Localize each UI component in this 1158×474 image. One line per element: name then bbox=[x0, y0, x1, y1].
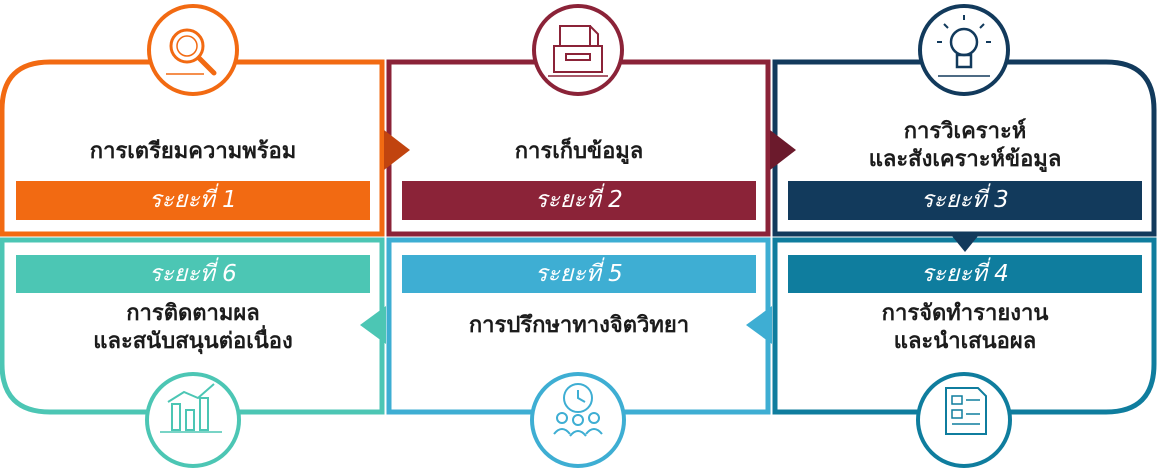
phase-5-title-line-1: การปรึกษาทางจิตวิทยา bbox=[468, 313, 690, 338]
phase-2-title: การเก็บข้อมูล bbox=[402, 138, 756, 166]
phase-1-frame bbox=[0, 59, 385, 237]
phase-6-frame bbox=[0, 237, 385, 415]
phase-2-band: ระยะที่ 2 bbox=[535, 187, 623, 213]
phase-4-frame bbox=[772, 237, 1157, 415]
phase-4-border bbox=[772, 237, 1157, 415]
phase-6-title-line-2: และสนับสนุนต่อเนื่อง bbox=[93, 329, 293, 354]
arrow-phase3-to-phase4 bbox=[952, 236, 978, 252]
phase-4-band: ระยะที่ 4 bbox=[921, 261, 1009, 287]
phase-1-title: การเตรียมความพร้อม bbox=[16, 138, 370, 166]
phase-6-title: การติดตามผล และสนับสนุนต่อเนื่อง bbox=[16, 300, 370, 356]
phase-2-band-bg bbox=[402, 181, 756, 220]
growth-chart-icon bbox=[145, 372, 241, 468]
magnifier-icon bbox=[147, 4, 239, 96]
phase-1-border bbox=[0, 59, 385, 237]
phase-3-title-line-2: และสังเคราะห์ข้อมูล bbox=[868, 147, 1062, 172]
phase-1-band-bg bbox=[16, 181, 370, 220]
phase-3-band: ระยะที่ 3 bbox=[921, 187, 1009, 213]
report-document-icon bbox=[916, 372, 1012, 468]
phase-3-title: การวิเคราะห์ และสังเคราะห์ข้อมูล bbox=[788, 118, 1142, 174]
arrow-phase5-to-phase6 bbox=[360, 306, 386, 344]
counseling-group-icon bbox=[530, 372, 626, 468]
phase-4-title-line-2: และนำเสนอผล bbox=[893, 329, 1037, 354]
phase-6-title-line-1: การติดตามผล bbox=[126, 301, 260, 326]
phase-6-band: ระยะที่ 6 bbox=[149, 261, 237, 287]
phase-5-band-bg bbox=[402, 255, 756, 293]
arrow-phase4-to-phase5 bbox=[746, 306, 772, 344]
phase-5-title: การปรึกษาทางจิตวิทยา bbox=[402, 312, 756, 340]
phase-5-band: ระยะที่ 5 bbox=[535, 261, 623, 287]
phase-3-band-bg bbox=[788, 181, 1142, 220]
arrow-phase2-to-phase3 bbox=[770, 130, 796, 170]
phase-3-frame bbox=[772, 59, 1157, 237]
phase-3-border bbox=[772, 59, 1157, 237]
phase-1-band: ระยะที่ 1 bbox=[149, 187, 237, 213]
phase-3-title-line-1: การวิเคราะห์ bbox=[903, 119, 1027, 144]
phase-4-title: การจัดทำรายงาน และนำเสนอผล bbox=[788, 300, 1142, 356]
phase-4-title-line-1: การจัดทำรายงาน bbox=[881, 301, 1049, 326]
printer-icon bbox=[532, 4, 624, 96]
phase-6-border bbox=[0, 237, 385, 415]
phase-1-title-line-1: การเตรียมความพร้อม bbox=[89, 139, 297, 164]
phase-2-title-line-1: การเก็บข้อมูล bbox=[514, 139, 644, 164]
lightbulb-icon bbox=[918, 4, 1010, 96]
phase-4-band-bg bbox=[788, 255, 1142, 293]
phase-6-band-bg bbox=[16, 255, 370, 293]
arrow-phase1-to-phase2 bbox=[384, 130, 410, 170]
